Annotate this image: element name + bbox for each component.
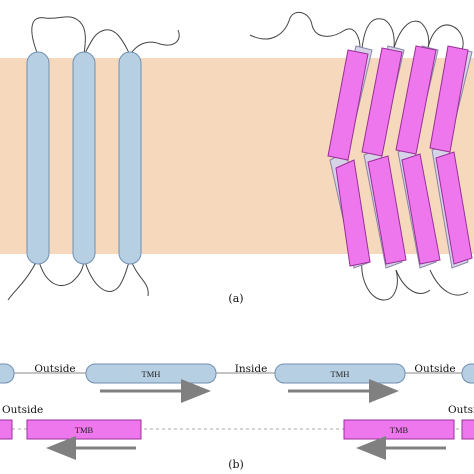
- strand-4: [429, 45, 469, 153]
- row1-label-outside-1: Outside: [34, 363, 75, 375]
- helix-3: [118, 51, 142, 265]
- helix-1: [26, 51, 50, 265]
- tmh-bar-1: [85, 363, 217, 384]
- row2-label-outside: Outside: [2, 404, 43, 416]
- barrel-front-strands: [327, 45, 473, 267]
- strand-6: [367, 155, 407, 265]
- panel-b: Outside TMH Inside TMH Outside Outside T: [0, 363, 474, 471]
- tmh-bar-1-label: TMH: [142, 369, 161, 379]
- tmb-row: Outside TMB TMB Outsi: [0, 404, 474, 460]
- tmh-bar-2: [274, 363, 406, 384]
- barrel-loops: [249, 11, 469, 301]
- row1-label-outside-2: Outside: [414, 363, 455, 375]
- strand-7: [401, 153, 441, 265]
- tmh-bar-left-edge: [0, 363, 15, 384]
- row2-label-outside-2: Outsi: [448, 404, 474, 416]
- strand-8: [435, 151, 473, 265]
- panel-b-caption: (b): [228, 458, 244, 471]
- strand-1: [327, 49, 369, 161]
- row1-label-inside: Inside: [235, 363, 268, 375]
- helix-2: [72, 51, 96, 265]
- tmb-bar-right-edge: [461, 419, 474, 440]
- panel-a-caption: (a): [228, 292, 243, 305]
- panel-a: (a): [0, 11, 474, 305]
- strand-2: [361, 47, 403, 157]
- tmh-bar-right-edge: [461, 363, 474, 384]
- tmb-bar-1: [26, 419, 142, 440]
- tmh-bar-2-label: TMH: [331, 369, 350, 379]
- tmb-bar-2-label: TMB: [390, 425, 409, 435]
- transmembrane-helices: [26, 51, 142, 265]
- tmh-row: Outside TMH Inside TMH Outside: [0, 363, 474, 403]
- tmb-bar-1-label: TMB: [75, 425, 94, 435]
- strand-3: [395, 45, 437, 155]
- tmb-bar-2: [343, 419, 455, 440]
- tmb-bar-left-edge: [0, 419, 13, 440]
- strand-5: [335, 159, 371, 267]
